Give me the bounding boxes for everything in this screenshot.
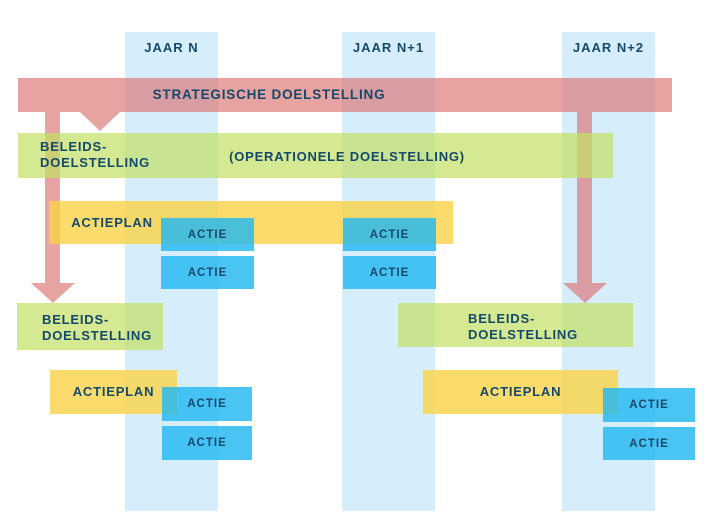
year-column-header: JAAR N+2 xyxy=(572,40,645,55)
action-box: ACTIE xyxy=(161,218,254,251)
policy-label-line1: BELEIDS- xyxy=(40,139,108,154)
action-label: ACTIE xyxy=(629,399,669,411)
year-column-header: JAAR N xyxy=(144,40,199,55)
action-label: ACTIE xyxy=(187,398,227,410)
down-arrow-icon xyxy=(563,283,607,303)
action-label: ACTIE xyxy=(369,266,410,279)
policy-objective-label-row1: BELEIDS- DOELSTELLING xyxy=(40,139,150,171)
policy-label-line1: BELEIDS- xyxy=(468,311,536,326)
actionplan-label-row2-left: ACTIEPLAN xyxy=(72,384,155,399)
action-label: ACTIE xyxy=(187,266,228,279)
year-column-header: JAAR N+1 xyxy=(352,40,425,55)
action-box: ACTIE xyxy=(603,388,695,422)
actionplan-bar-row2-right xyxy=(423,370,618,414)
policy-objective-label-row2-right: BELEIDS- DOELSTELLING xyxy=(468,311,578,343)
policy-objective-label-row2-left: BELEIDS- DOELSTELLING xyxy=(42,312,152,344)
strategic-objective-label: STRATEGISCHE DOELSTELLING xyxy=(152,87,386,102)
action-label: ACTIE xyxy=(187,437,227,449)
down-arrow-icon xyxy=(31,283,75,303)
strategic-objective-bar xyxy=(18,78,672,112)
down-arrow-icon xyxy=(80,112,120,131)
actionplan-label-row1: ACTIEPLAN xyxy=(71,215,153,230)
policy-objective-bar-row1 xyxy=(18,133,613,178)
policy-label-line2: DOELSTELLING xyxy=(468,327,578,342)
action-box: ACTIE xyxy=(162,387,252,421)
action-box: ACTIE xyxy=(603,427,695,460)
action-label: ACTIE xyxy=(187,228,228,241)
action-box: ACTIE xyxy=(343,256,436,289)
action-label: ACTIE xyxy=(629,437,669,450)
action-box: ACTIE xyxy=(343,218,436,251)
policy-label-line2: DOELSTELLING xyxy=(40,155,150,170)
policy-objective-box-row2-right xyxy=(398,303,633,347)
operational-objective-label: (OPERATIONELE DOELSTELLING) xyxy=(229,149,465,164)
actionplan-label-row2-right: ACTIEPLAN xyxy=(479,384,562,399)
action-box: ACTIE xyxy=(161,256,254,289)
policy-label-line1: BELEIDS- xyxy=(42,312,110,327)
policy-objective-box-row2-left xyxy=(17,303,163,350)
action-label: ACTIE xyxy=(369,228,410,241)
policy-label-line2: DOELSTELLING xyxy=(42,328,152,343)
actionplan-bar-row2-left xyxy=(50,370,177,414)
action-box: ACTIE xyxy=(162,426,252,460)
